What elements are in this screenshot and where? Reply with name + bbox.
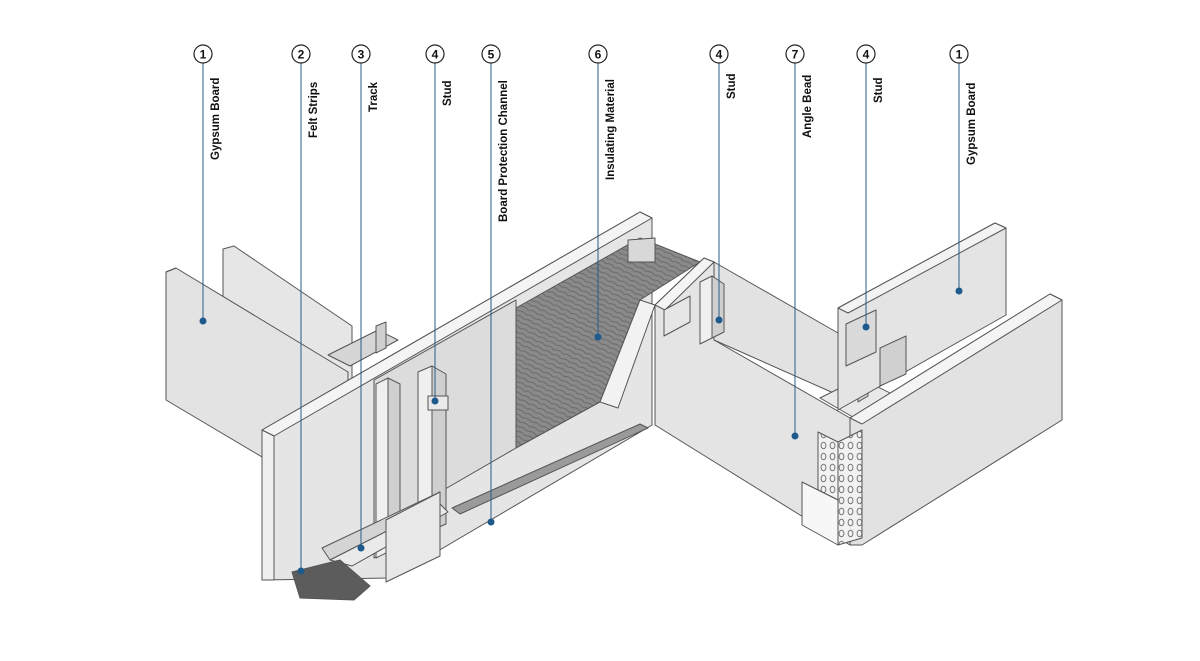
callout-number-circle [949, 44, 969, 64]
callout-label: Gypsum Board [210, 78, 222, 160]
callout-number: 1 [200, 48, 207, 62]
callout-number-circle [856, 44, 876, 64]
felt-strip [291, 559, 371, 601]
far-right-stud-b [879, 335, 907, 387]
leader-dot [955, 287, 963, 295]
leader-dot [297, 567, 305, 575]
callout-number-circle [351, 44, 371, 64]
leader-dot [431, 397, 439, 405]
callout-number: 7 [792, 48, 799, 62]
leader-dot [791, 432, 799, 440]
callout-label: Stud [873, 77, 885, 103]
left-stud-top [375, 321, 387, 354]
junction-stud-c [663, 295, 691, 337]
far-right-gypsum-board-edge [837, 222, 1007, 314]
junction-stud-b [699, 275, 713, 345]
callout-number-circle [709, 44, 729, 64]
leader-dot [594, 333, 602, 341]
callout-number: 2 [298, 48, 305, 62]
callout-number-circle [481, 44, 501, 64]
angle-bead-right [837, 429, 863, 546]
board-protection-channel [451, 423, 649, 515]
leader-dot [199, 317, 207, 325]
callout-label: Felt Strips [308, 82, 320, 138]
callout-number-circle [588, 44, 608, 64]
callout-number-circle [785, 44, 805, 64]
callout-label: Board Protection Channel [498, 80, 510, 222]
leader-dot [715, 316, 723, 324]
front-right-board-edge [849, 293, 1063, 425]
callout-label: Stud [442, 80, 454, 106]
callout-number-circle [193, 44, 213, 64]
front-right-wall [627, 222, 1063, 546]
long-wall-left-edge [261, 429, 275, 581]
callout-label: Track [368, 81, 380, 112]
callout-label: Insulating Material [605, 79, 617, 180]
angle-bead-base [801, 481, 839, 546]
angle-bead-left [817, 431, 839, 501]
callout-label: Angle Bead [802, 75, 814, 138]
callout-number: 4 [863, 48, 870, 62]
callout-number: 4 [716, 48, 723, 62]
callout-label: Stud [726, 73, 738, 99]
stud-mid-lip [427, 395, 449, 411]
leader-dot [862, 323, 870, 331]
cutaway-interior [291, 237, 701, 601]
callout-number: 1 [956, 48, 963, 62]
leader-dot [487, 518, 495, 526]
callout-label: Gypsum Board [966, 83, 978, 165]
leader-dot [357, 544, 365, 552]
front-lower-board [385, 491, 441, 583]
junction-stud-a [627, 237, 656, 263]
callout-number: 5 [488, 48, 495, 62]
callout-number: 4 [432, 48, 439, 62]
callout-number-circle [425, 44, 445, 64]
callout-number-circle [291, 44, 311, 64]
junction-stud-b-flange [711, 275, 725, 339]
callout-number: 6 [595, 48, 602, 62]
callout-number: 3 [358, 48, 365, 62]
left-gypsum-board-edge [165, 267, 177, 273]
